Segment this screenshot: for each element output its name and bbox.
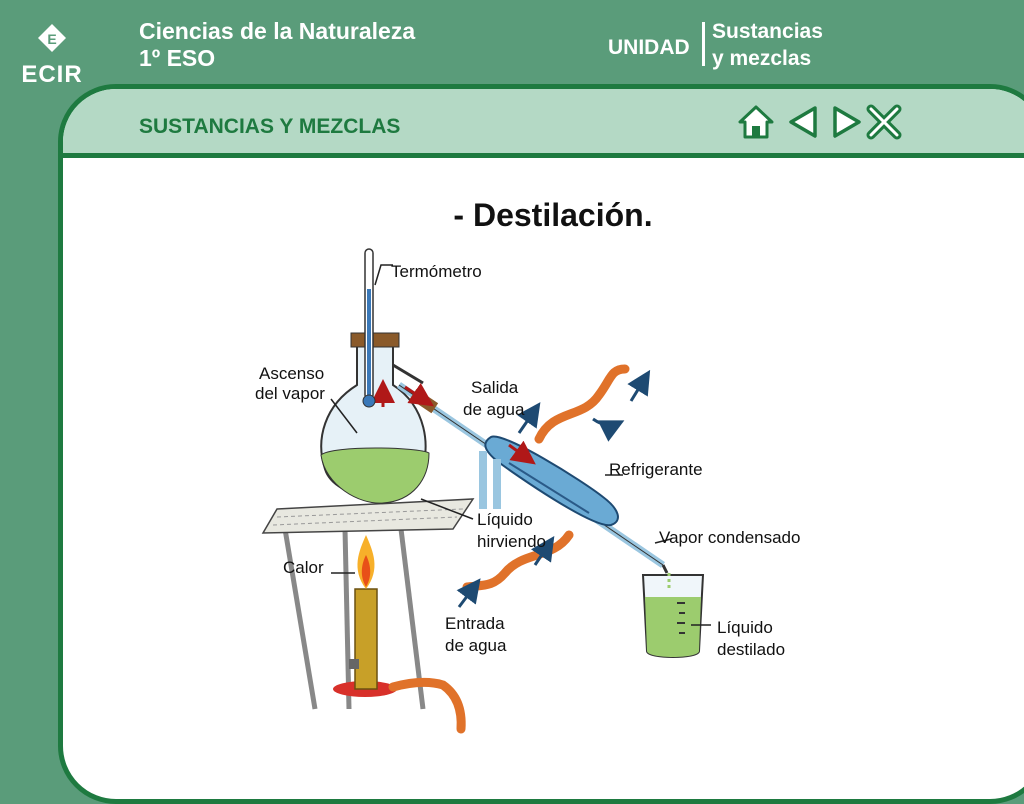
content-panel: SUSTANCIAS Y MEZCLAS - Destilación. — [58, 84, 1024, 804]
label-water-in-2: de agua — [445, 636, 507, 655]
header-bar: E ECIR Ciencias de la Naturaleza 1º ESO … — [0, 0, 1024, 88]
water-hoses — [456, 364, 651, 608]
round-flask — [320, 332, 430, 504]
unit-divider — [702, 22, 705, 66]
label-vapor-rise-1: Ascenso — [259, 364, 324, 383]
close-icon[interactable] — [865, 103, 903, 141]
section-band: SUSTANCIAS Y MEZCLAS — [63, 89, 1024, 158]
leader-lines — [330, 264, 711, 626]
course-level: 1º ESO — [139, 45, 216, 71]
section-title: SUSTANCIAS Y MEZCLAS — [139, 115, 401, 138]
page-heading: - Destilación. — [453, 197, 653, 233]
label-distilled-2: destilado — [717, 640, 785, 659]
unit-name-line1: Sustancias — [712, 20, 823, 43]
bunsen-burner — [333, 535, 466, 734]
label-distilled-1: Líquido — [717, 618, 773, 637]
condenser — [397, 382, 669, 574]
label-thermometer: Termómetro — [391, 262, 482, 281]
svg-text:E: E — [47, 31, 56, 47]
previous-icon[interactable] — [785, 103, 823, 141]
thermometer — [362, 248, 376, 408]
next-icon[interactable] — [827, 103, 865, 141]
collection-beaker — [641, 573, 705, 658]
ecir-logo: E ECIR — [21, 24, 82, 88]
home-icon[interactable] — [737, 103, 775, 141]
unit-name: Sustancias y mezclas — [712, 18, 823, 72]
label-boiling-2: hirviendo — [477, 532, 546, 551]
course-title: Ciencias de la Naturaleza 1º ESO — [139, 18, 415, 72]
course-name: Ciencias de la Naturaleza — [139, 18, 416, 44]
label-water-out-2: de agua — [463, 400, 525, 419]
label-condenser: Refrigerante — [609, 460, 703, 479]
distillation-diagram: Termómetro Ascenso del vapor Salida de a… — [255, 248, 800, 734]
unit-label: UNIDAD — [608, 36, 690, 59]
label-water-in-1: Entrada — [445, 614, 505, 633]
label-vapor-rise-2: del vapor — [255, 384, 325, 403]
label-heat: Calor — [283, 558, 324, 577]
label-condensed-vapor: Vapor condensado — [659, 528, 800, 547]
unit-name-line2: y mezclas — [712, 47, 812, 70]
label-boiling-1: Líquido — [477, 510, 533, 529]
tripod-stand — [261, 498, 475, 710]
label-water-out-1: Salida — [471, 378, 519, 397]
svg-text:ECIR: ECIR — [21, 61, 82, 88]
